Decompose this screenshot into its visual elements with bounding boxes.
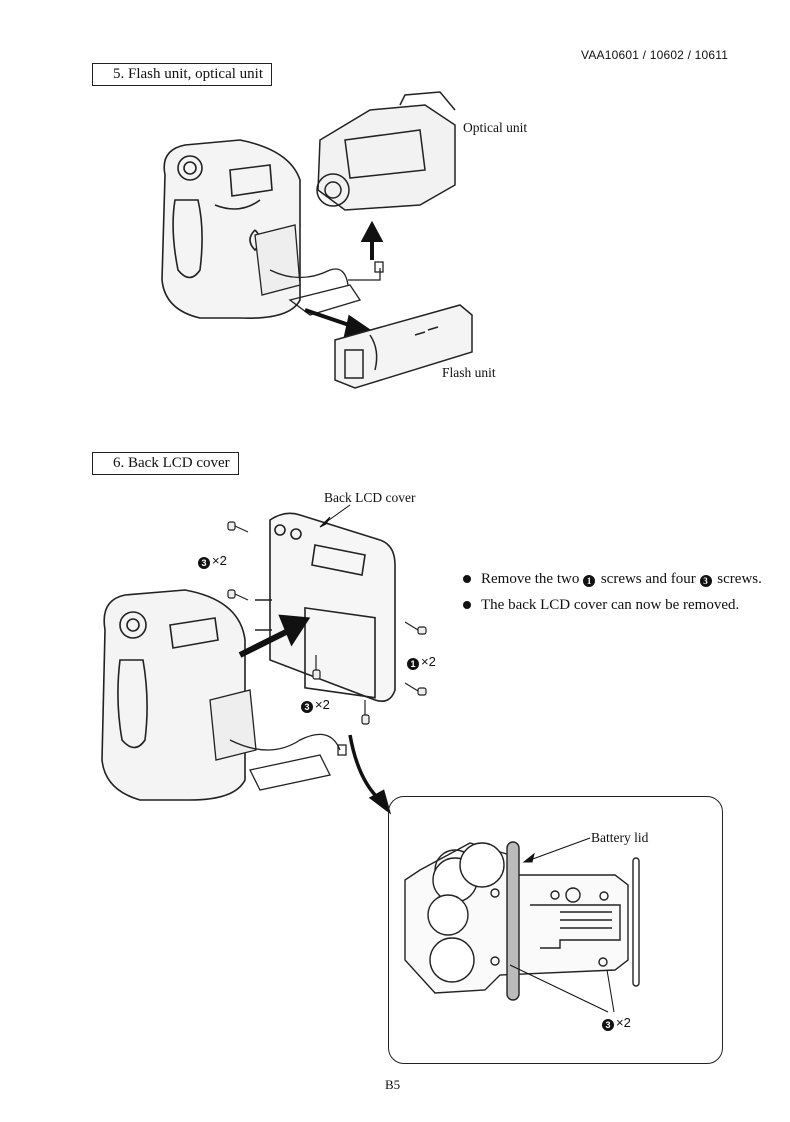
bullet-icon bbox=[463, 575, 471, 583]
battery-lid-leader bbox=[522, 837, 591, 863]
screw-3-badge: 3 bbox=[699, 575, 712, 587]
up-arrow bbox=[360, 220, 384, 260]
screw-3-badge: 3 bbox=[301, 701, 313, 713]
detail-curved-arrow bbox=[348, 734, 392, 815]
battery-detail-inset bbox=[388, 796, 723, 1064]
camera-body-illustration-2 bbox=[101, 589, 246, 801]
insert-arrow bbox=[238, 614, 311, 658]
back-lcd-cover-illustration bbox=[255, 512, 396, 703]
flash-unit-illustration bbox=[334, 304, 473, 389]
section-5-heading: 5. Flash unit, optical unit bbox=[92, 63, 272, 86]
screw-mid-left bbox=[227, 589, 249, 601]
flash-bracket-illustration bbox=[254, 224, 384, 316]
screw3-quantity-inset: 3×2 bbox=[602, 1015, 631, 1031]
screw-right-top bbox=[404, 621, 427, 635]
page-number: B5 bbox=[385, 1077, 401, 1092]
screw3-quantity-bottom: 3×2 bbox=[301, 697, 330, 713]
flash-unit-label: Flash unit bbox=[442, 365, 496, 380]
optical-unit-illustration bbox=[316, 91, 456, 211]
screw-top-left bbox=[227, 521, 249, 533]
screw3-quantity-left: 3×2 bbox=[198, 553, 227, 569]
document-id: VAA10601 / 10602 / 10611 bbox=[581, 48, 729, 62]
screw-3-badge: 3 bbox=[198, 557, 210, 569]
screw-1-badge: 1 bbox=[583, 575, 596, 587]
screw1-quantity: 1×2 bbox=[407, 654, 436, 670]
optical-unit-label: Optical unit bbox=[463, 120, 528, 135]
screw-right-bottom bbox=[404, 682, 427, 696]
battery-lid-illustration bbox=[506, 841, 520, 1001]
section-6-heading: 6. Back LCD cover bbox=[92, 452, 239, 475]
back-lcd-cover-leader bbox=[319, 504, 351, 528]
instruction-item: Remove the two 1 screws and four 3 screw… bbox=[463, 566, 763, 592]
screw-bottom-2 bbox=[361, 700, 370, 725]
bracket-illustration-2 bbox=[209, 689, 347, 791]
screw-3-badge: 3 bbox=[602, 1019, 614, 1031]
screw-1-badge: 1 bbox=[407, 658, 419, 670]
instruction-item: The back LCD cover can now be removed. bbox=[463, 592, 763, 618]
screw-icons bbox=[227, 521, 427, 725]
back-lcd-cover-label: Back LCD cover bbox=[324, 490, 416, 505]
battery-lid-label: Battery lid bbox=[591, 830, 649, 845]
bullet-icon bbox=[463, 601, 471, 609]
inset-screw-leaders bbox=[509, 964, 615, 1013]
instruction-list: Remove the two 1 screws and four 3 screw… bbox=[463, 566, 763, 618]
screw-bottom-1 bbox=[312, 655, 321, 680]
